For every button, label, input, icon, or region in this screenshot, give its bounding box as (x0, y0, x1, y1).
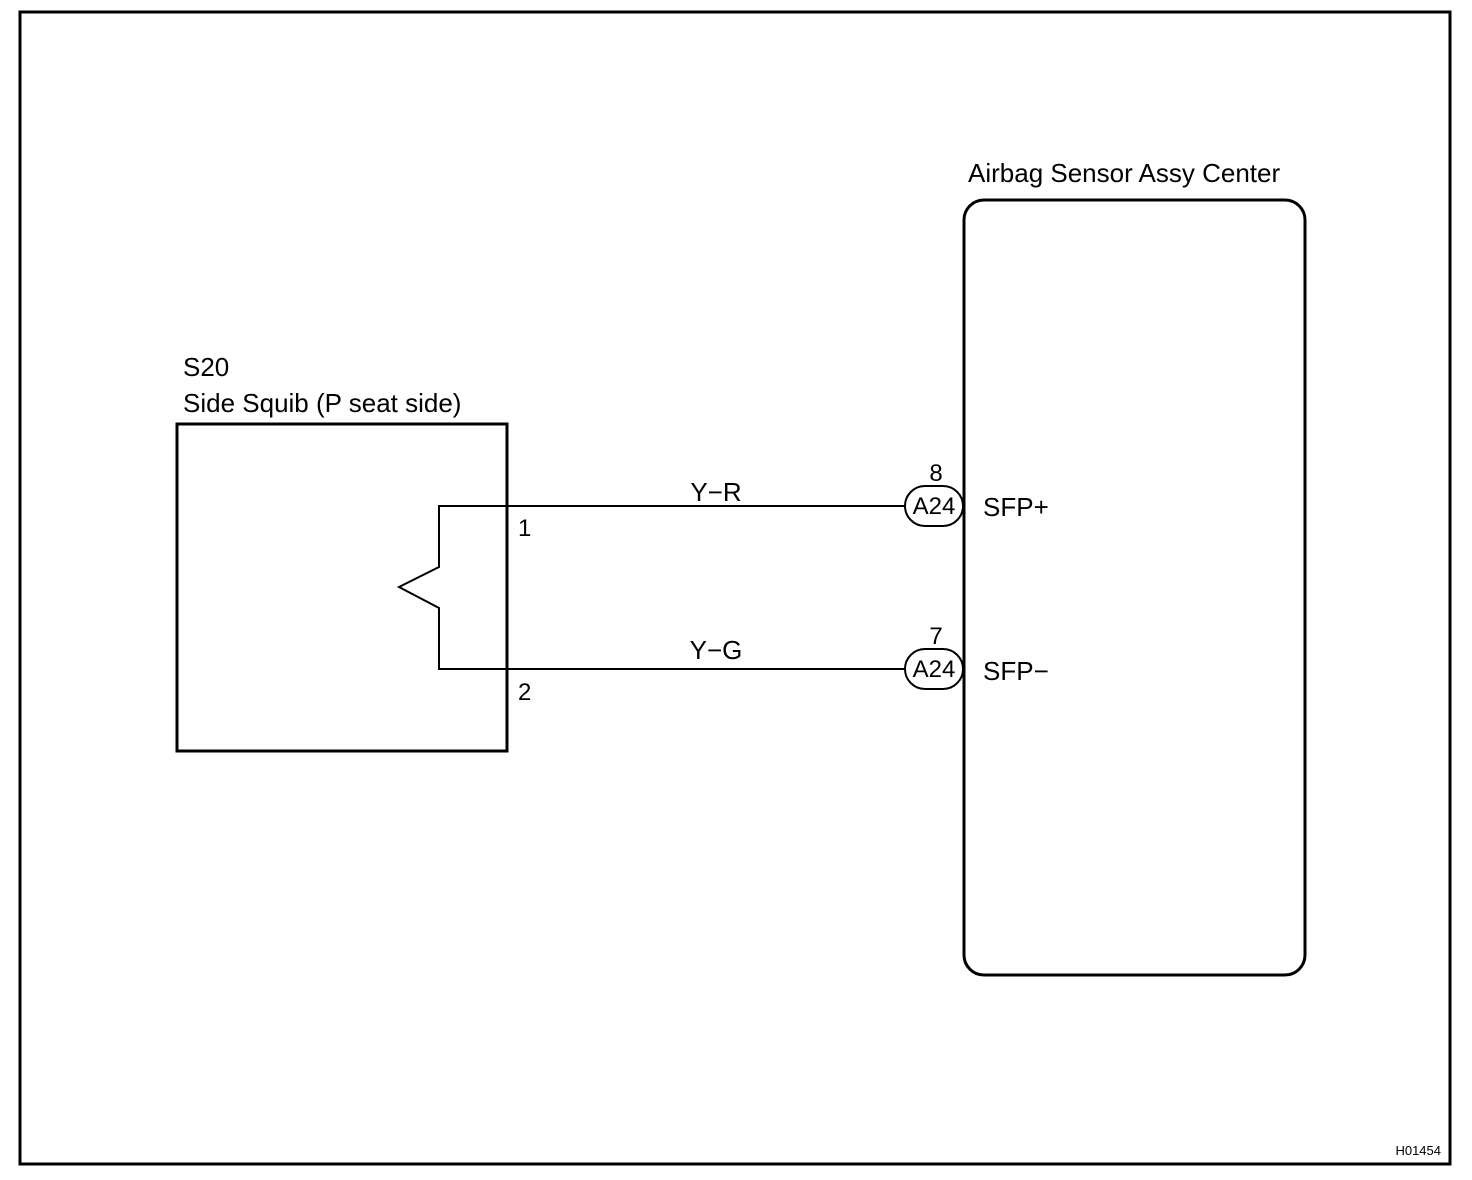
connector-a24-sfp-plus: A24 (913, 493, 956, 520)
ecu-name: Airbag Sensor Assy Center (968, 158, 1280, 188)
side-squib-component: S20 Side Squib (P seat side) 1 2 (175, 352, 531, 753)
squib-name: Side Squib (P seat side) (183, 388, 461, 418)
squib-code: S20 (183, 352, 229, 382)
ecu-signal-sfp-minus: SFP− (983, 656, 1049, 686)
squib-pin-1: 1 (518, 515, 531, 542)
diagram-code: H01454 (1395, 1143, 1441, 1158)
ecu-signal-sfp-plus: SFP+ (983, 492, 1049, 522)
ecu-box (962, 198, 1307, 977)
wire-harness: Y−R Y−G (507, 477, 906, 670)
connector-badge-sfp-plus (904, 485, 964, 527)
diagram-frame (18, 10, 1452, 1166)
airbag-sensor-assy-center: Airbag Sensor Assy Center 8 A24 SFP+ 7 A… (904, 158, 1307, 977)
ecu-pin-7: 7 (929, 623, 942, 650)
wire-color-sfp-minus: Y−G (690, 635, 743, 665)
ecu-pin-8: 8 (929, 460, 942, 487)
squib-pin-2: 2 (518, 679, 531, 706)
squib-element-symbol (396, 505, 507, 670)
connector-a24-sfp-minus: A24 (913, 656, 956, 683)
connector-badge-sfp-minus (904, 648, 964, 690)
wire-color-sfp-plus: Y−R (690, 477, 741, 507)
squib-box (175, 422, 509, 753)
